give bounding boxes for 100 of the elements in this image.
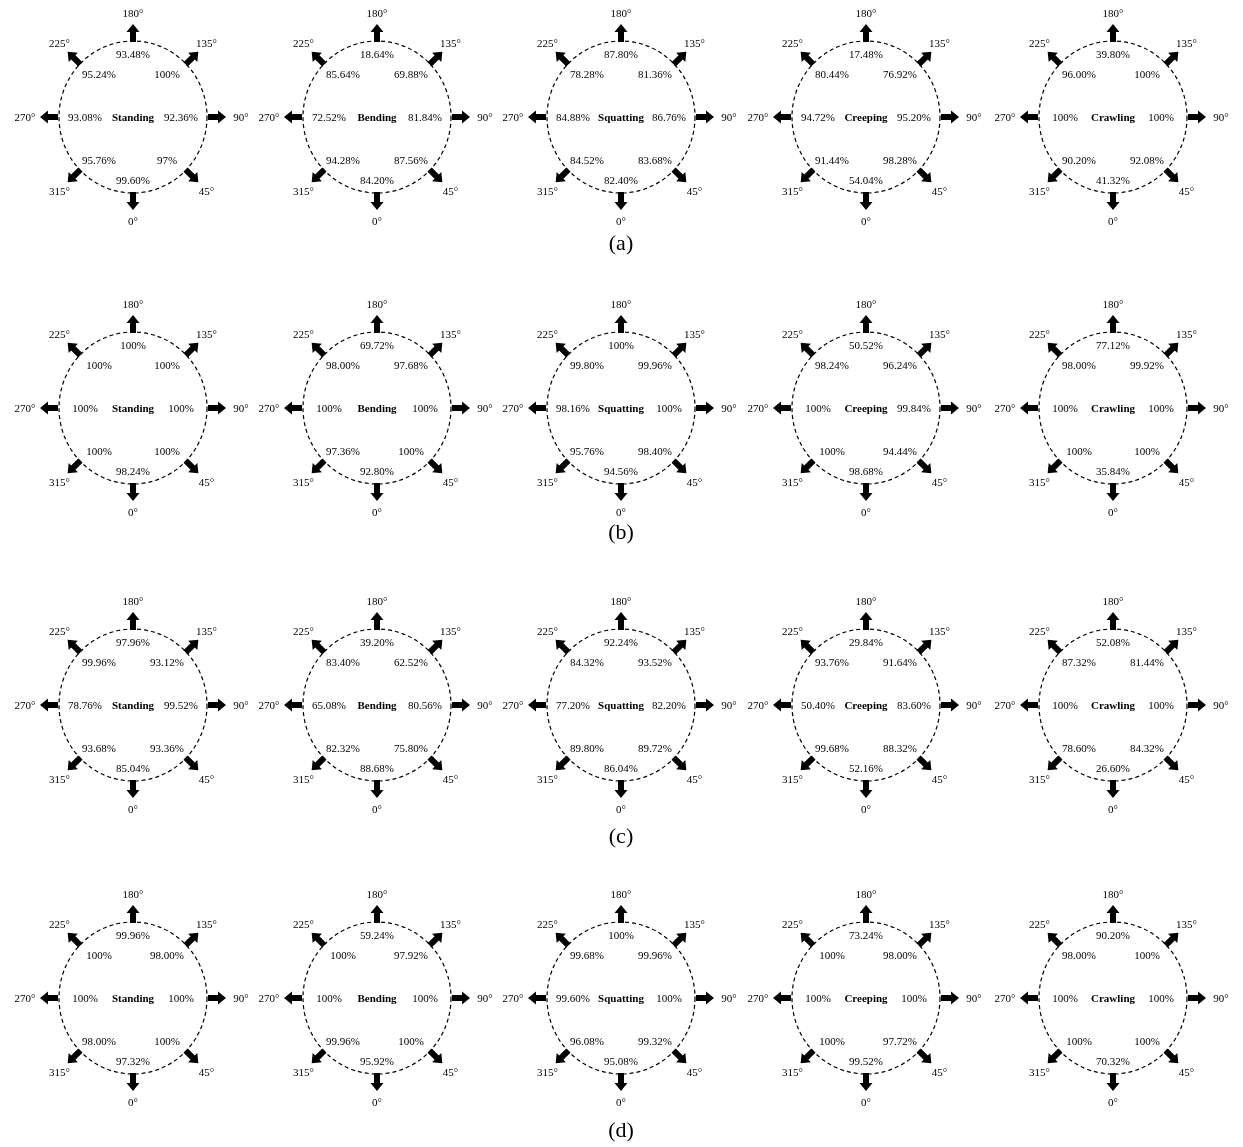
angle-label: 0° xyxy=(128,803,138,815)
angle-label: 90° xyxy=(477,992,493,1004)
posture-label: Standing xyxy=(111,111,155,123)
angle-label: 270° xyxy=(502,111,524,123)
percentage-value: 97.36% xyxy=(326,445,360,457)
percentage-value: 100% xyxy=(1148,402,1174,414)
percentage-value: 65.08% xyxy=(312,699,346,711)
percentage-value: 99.80% xyxy=(570,359,604,371)
percentage-value: 98.00% xyxy=(1062,359,1096,371)
percentage-value: 73.24% xyxy=(849,929,883,941)
angle-label: 90° xyxy=(966,402,982,414)
percentage-value: 100% xyxy=(154,359,180,371)
percentage-value: 99.96% xyxy=(82,656,116,668)
percentage-value: 89.80% xyxy=(570,742,604,754)
percentage-value: 100% xyxy=(86,359,112,371)
percentage-value: 98.00% xyxy=(883,949,917,961)
percentage-value: 100% xyxy=(72,402,98,414)
angle-label: 270° xyxy=(14,402,36,414)
percentage-value: 99.32% xyxy=(638,1035,672,1047)
angle-label: 225° xyxy=(293,37,314,49)
posture-label: Standing xyxy=(111,699,155,711)
percentage-value: 100% xyxy=(1134,1035,1160,1047)
angle-label: 270° xyxy=(258,402,280,414)
percentage-value: 93.48% xyxy=(116,48,150,60)
angle-label: 270° xyxy=(14,992,36,1004)
percentage-value: 99.52% xyxy=(164,699,198,711)
percentage-value: 39.80% xyxy=(1096,48,1130,60)
angle-label: 0° xyxy=(372,506,382,518)
percentage-value: 95.76% xyxy=(82,154,116,166)
percentage-value: 100% xyxy=(1052,699,1078,711)
angle-label: 0° xyxy=(616,215,626,227)
angle-label: 315° xyxy=(537,773,558,785)
angle-label: 270° xyxy=(502,402,524,414)
percentage-value: 99.92% xyxy=(1130,359,1164,371)
percentage-value: 99.52% xyxy=(849,1055,883,1067)
angle-label: 225° xyxy=(49,37,70,49)
angle-label: 135° xyxy=(1176,328,1197,340)
angle-label: 135° xyxy=(929,918,950,930)
angle-label: 45° xyxy=(442,773,459,785)
angle-label: 135° xyxy=(684,625,705,637)
percentage-value: 99.96% xyxy=(116,929,150,941)
angle-label: 225° xyxy=(537,918,558,930)
percentage-value: 97.72% xyxy=(883,1035,917,1047)
angle-label: 135° xyxy=(440,918,461,930)
posture-label: Squatting xyxy=(598,699,644,711)
angle-label: 270° xyxy=(994,699,1016,711)
percentage-value: 97.68% xyxy=(394,359,428,371)
percentage-value: 81.44% xyxy=(1130,656,1164,668)
angle-label: 0° xyxy=(861,215,871,227)
angle-label: 270° xyxy=(258,111,280,123)
angle-label: 180° xyxy=(122,298,144,310)
percentage-value: 100% xyxy=(819,1035,845,1047)
angle-label: 0° xyxy=(1108,506,1118,518)
percentage-value: 99.96% xyxy=(638,949,672,961)
percentage-value: 62.52% xyxy=(394,656,428,668)
angle-label: 180° xyxy=(366,7,388,19)
percentage-value: 98.68% xyxy=(849,465,883,477)
angle-label: 270° xyxy=(14,111,36,123)
percentage-value: 99.96% xyxy=(326,1035,360,1047)
percentage-value: 100% xyxy=(819,445,845,457)
angle-label: 135° xyxy=(440,625,461,637)
angle-label: 270° xyxy=(747,699,769,711)
angle-label: 135° xyxy=(440,37,461,49)
percentage-value: 95.20% xyxy=(897,111,931,123)
angle-label: 225° xyxy=(49,625,70,637)
angle-label: 45° xyxy=(931,476,948,488)
angle-label: 90° xyxy=(721,992,737,1004)
percentage-value: 84.20% xyxy=(360,174,394,186)
angle-label: 225° xyxy=(293,918,314,930)
angle-label: 0° xyxy=(1108,803,1118,815)
angle-label: 45° xyxy=(931,185,948,197)
percentage-value: 87.32% xyxy=(1062,656,1096,668)
percentage-value: 100% xyxy=(1134,949,1160,961)
angle-label: 180° xyxy=(1102,595,1124,607)
percentage-value: 35.84% xyxy=(1096,465,1130,477)
percentage-value: 84.32% xyxy=(570,656,604,668)
percentage-value: 100% xyxy=(398,1035,424,1047)
angle-label: 135° xyxy=(196,37,217,49)
percentage-value: 91.44% xyxy=(815,154,849,166)
posture-label: Standing xyxy=(111,402,155,414)
percentage-value: 84.32% xyxy=(1130,742,1164,754)
percentage-value: 98.16% xyxy=(556,402,590,414)
percentage-value: 92.24% xyxy=(604,636,638,648)
angle-label: 180° xyxy=(366,888,388,900)
angle-label: 45° xyxy=(1178,773,1195,785)
percentage-value: 100% xyxy=(1134,445,1160,457)
percentage-value: 78.60% xyxy=(1062,742,1096,754)
percentage-value: 87.80% xyxy=(604,48,638,60)
angle-label: 315° xyxy=(293,476,314,488)
angle-label: 180° xyxy=(610,298,632,310)
angle-label: 225° xyxy=(1029,328,1050,340)
angle-label: 315° xyxy=(782,773,803,785)
percentage-value: 100% xyxy=(656,992,682,1004)
angle-label: 45° xyxy=(442,1066,459,1078)
percentage-value: 98.40% xyxy=(638,445,672,457)
angle-label: 45° xyxy=(686,773,703,785)
angle-label: 315° xyxy=(1029,1066,1050,1078)
percentage-value: 98.00% xyxy=(82,1035,116,1047)
percentage-value: 100% xyxy=(1066,445,1092,457)
percentage-value: 92.36% xyxy=(164,111,198,123)
